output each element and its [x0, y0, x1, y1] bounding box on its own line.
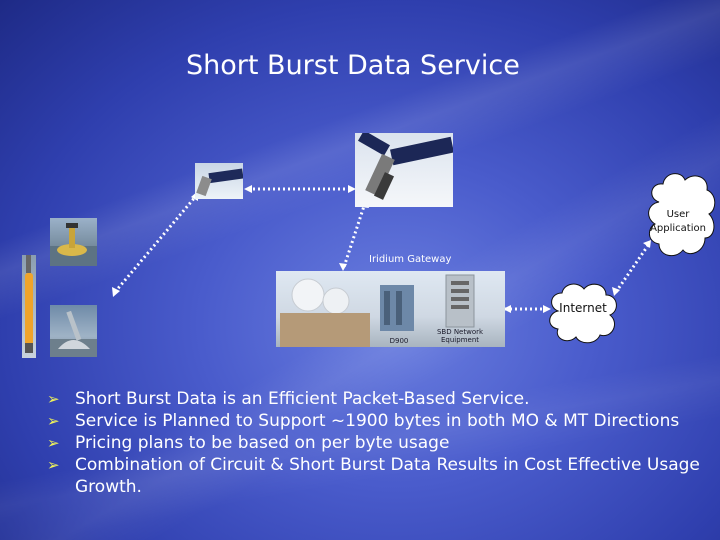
sbd-equipment-label: SBD Network Equipment: [430, 328, 490, 344]
drifter-buoy-image: [22, 255, 36, 358]
sbd-equipment-line2: Equipment: [441, 336, 479, 344]
gateway-image: [276, 271, 505, 347]
iridium-gateway-label: Iridium Gateway: [369, 254, 452, 265]
bullet-item: ➢ Pricing plans to be based on per byte …: [47, 432, 712, 454]
buoy-image: [50, 218, 97, 266]
internet-label: Internet: [559, 301, 607, 315]
user-application-cloud: [648, 173, 716, 257]
bullet-item: ➢ Combination of Circuit & Short Burst D…: [47, 454, 712, 498]
buoy-sat-link: [113, 195, 198, 293]
satellite-large-image: [355, 133, 453, 207]
bullet-text: Pricing plans to be based on per byte us…: [75, 433, 450, 453]
arrowhead-internet-up: [612, 287, 620, 296]
arrowhead-sat-cross-right: [348, 185, 356, 193]
arrowhead-sat-cross-left: [244, 185, 252, 193]
arrowhead-gateway-right: [503, 305, 511, 313]
sbd-equipment-line1: SBD Network: [436, 328, 484, 336]
arrowhead-internet-left: [543, 305, 551, 313]
internet-cloud: [549, 283, 617, 344]
bullet-item: ➢ Short Burst Data is an Efficient Packe…: [47, 388, 712, 410]
satellite-small-image: [195, 163, 243, 199]
arrowhead-user-down: [643, 240, 651, 248]
bullet-arrow-icon: ➢: [47, 412, 60, 430]
user-application-label: User Application: [643, 208, 713, 236]
bullet-arrow-icon: ➢: [47, 456, 60, 474]
slide-title: Short Burst Data Service: [186, 50, 520, 81]
bullet-text: Combination of Circuit & Short Burst Dat…: [75, 455, 700, 497]
sat-gateway-link: [342, 202, 367, 268]
float-buoy-image: [50, 305, 97, 357]
bullet-text: Service is Planned to Support ~1900 byte…: [75, 411, 680, 431]
bullet-text: Short Burst Data is an Efficient Packet-…: [75, 389, 530, 409]
bullet-item: ➢ Service is Planned to Support ~1900 by…: [47, 410, 712, 432]
bullet-arrow-icon: ➢: [47, 390, 60, 408]
user-application-line2: Application: [650, 223, 706, 234]
arrowhead-buoy: [112, 287, 120, 297]
arrowhead-gateway-up: [339, 263, 347, 271]
d900-label: D900: [389, 337, 409, 345]
user-application-line1: User: [666, 209, 690, 220]
bullet-arrow-icon: ➢: [47, 434, 60, 452]
bullet-list: ➢ Short Burst Data is an Efficient Packe…: [47, 388, 712, 498]
